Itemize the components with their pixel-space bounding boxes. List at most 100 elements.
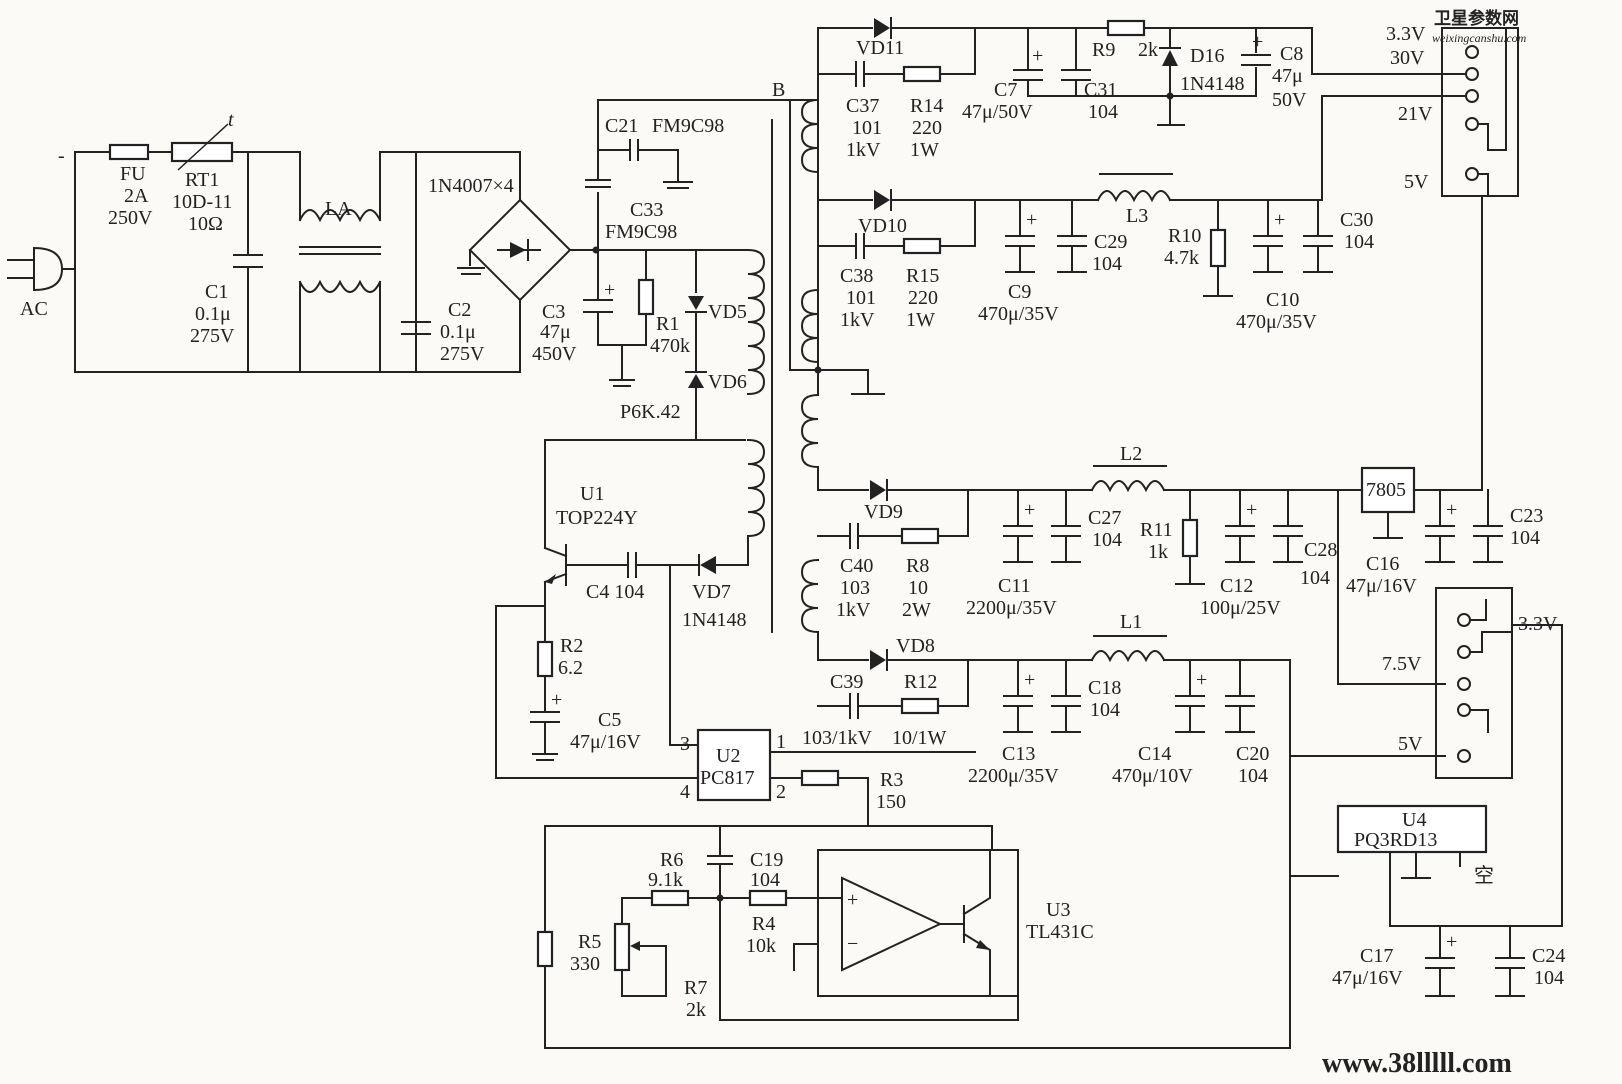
rail-vd8: VD8 C39 103/1kV R12 10/1W + C13 2200μ/35… <box>802 611 1446 877</box>
c37-value: 101 <box>852 117 882 139</box>
c18-label: C18 <box>1088 677 1121 699</box>
out-7v5: 7.5V <box>1382 653 1422 675</box>
l2-label: L2 <box>1120 443 1142 465</box>
r7-value: 2k <box>686 999 706 1021</box>
c8-label: C8 <box>1280 43 1303 65</box>
u1-label: U1 <box>580 483 604 505</box>
out-30v: 30V <box>1390 47 1425 69</box>
c24-value: 104 <box>1534 967 1564 989</box>
r2-value: 6.2 <box>558 657 583 679</box>
r3-value: 150 <box>876 791 906 813</box>
aux-winding <box>746 438 766 538</box>
c3-label: C3 <box>542 301 565 323</box>
r9-value: 2k <box>1138 39 1158 61</box>
bridge-rectifier: 1N4007×4 <box>428 151 749 373</box>
opamp-icon: + − <box>793 876 943 972</box>
c37-voltage: 1kV <box>846 139 881 161</box>
r11-label: R11 <box>1140 519 1173 541</box>
ground-icon <box>457 267 485 275</box>
c40-voltage: 1kV <box>836 599 871 621</box>
l1-label: L1 <box>1120 611 1142 633</box>
c28-value: 104 <box>1300 567 1330 589</box>
vd9-label: VD9 <box>864 501 903 523</box>
u2-part: PC817 <box>700 767 754 789</box>
c23-value: 104 <box>1510 527 1540 549</box>
c18-value: 104 <box>1090 699 1120 721</box>
rt1-value: 10Ω <box>188 213 223 235</box>
u7805-label: 7805 <box>1366 479 1406 501</box>
c5-value: 47μ/16V <box>570 731 641 753</box>
resistor-icon <box>902 65 942 83</box>
c29-label: C29 <box>1094 231 1127 253</box>
diode-icon <box>874 189 892 211</box>
potentiometer-icon <box>613 922 631 972</box>
r8-power: 2W <box>902 599 931 621</box>
out-5v-top: 5V <box>1404 171 1429 193</box>
c20-value: 104 <box>1238 765 1268 787</box>
diode-icon <box>698 554 716 576</box>
resistor-icon <box>1106 19 1146 37</box>
c13-label: C13 <box>1002 743 1035 765</box>
u3-part: TL431C <box>1026 921 1094 943</box>
c21-part: FM9C98 <box>652 115 724 137</box>
transistor-icon <box>939 849 991 997</box>
c1-label: C1 <box>205 281 228 303</box>
rt1-part: 10D-11 <box>172 191 232 213</box>
c14-label: C14 <box>1138 743 1171 765</box>
r3-label: R3 <box>880 769 903 791</box>
r14-power: 1W <box>910 139 939 161</box>
c23-label: C23 <box>1510 505 1543 527</box>
c14-plus: + <box>1196 669 1207 691</box>
c7-label: C7 <box>994 79 1017 101</box>
u2-pin4: 4 <box>680 781 690 803</box>
r15-value: 220 <box>908 287 938 309</box>
c31-label: C31 <box>1084 79 1117 101</box>
vd7-label: VD7 <box>692 581 731 603</box>
c12-value: 100μ/25V <box>1200 597 1281 619</box>
c8-voltage: 50V <box>1272 89 1307 111</box>
b-label: B <box>772 79 785 101</box>
resistor-icon <box>650 889 690 907</box>
rail-30v: VD11 C37 101 1kV R14 220 1W + C7 47μ/50V… <box>817 17 1466 161</box>
resistor-icon <box>536 930 554 968</box>
r10-label: R10 <box>1168 225 1201 247</box>
inductor-icon <box>1090 650 1166 663</box>
c2-label: C2 <box>448 299 471 321</box>
zener-diode-icon <box>1159 47 1181 66</box>
u4-section: U4 PQ3RD13 空 + C17 47μ/16V C24 104 <box>1332 624 1565 997</box>
r6-label: R6 <box>660 849 683 871</box>
u2-pin2: 2 <box>776 781 786 803</box>
r8-label: R8 <box>906 555 929 577</box>
rail-21v: VD10 C38 101 1kV R15 220 1W + C9 470μ/35… <box>817 95 1466 333</box>
c16-label: C16 <box>1366 553 1399 575</box>
r1-label: R1 <box>656 313 679 335</box>
u4-box <box>1336 804 1488 854</box>
vd6-label: VD6 <box>708 371 747 393</box>
zener-diode-icon <box>685 371 707 388</box>
ac-plug-icon <box>7 246 64 292</box>
out-5v-bottom: 5V <box>1398 733 1423 755</box>
resistor-icon <box>637 278 655 316</box>
opamp-minus: − <box>847 933 858 955</box>
c14-value: 470μ/10V <box>1112 765 1193 787</box>
c40-value: 103 <box>840 577 870 599</box>
u3-label: U3 <box>1046 899 1070 921</box>
common-mode-choke-icon <box>298 209 382 301</box>
bridge-label: 1N4007×4 <box>428 175 514 197</box>
u4-part: PQ3RD13 <box>1354 829 1437 851</box>
c27-value: 104 <box>1092 529 1122 551</box>
c39-label: C39 <box>830 671 863 693</box>
d16-part: 1N4148 <box>1180 73 1244 95</box>
watermark-url-bottom: www.38lllll.com <box>1322 1048 1512 1079</box>
c9-plus: + <box>1026 209 1037 231</box>
ground-icon <box>609 379 635 387</box>
c38-label: C38 <box>840 265 873 287</box>
c38-value: 101 <box>846 287 876 309</box>
c11-plus: + <box>1024 499 1035 521</box>
c39-value: 103/1kV <box>802 727 873 749</box>
vd5-label: VD5 <box>708 301 747 323</box>
c1-value: 0.1μ <box>195 303 231 325</box>
opamp-plus: + <box>847 889 858 911</box>
vd8-label: VD8 <box>896 635 935 657</box>
c4-label: C4 104 <box>586 581 644 603</box>
